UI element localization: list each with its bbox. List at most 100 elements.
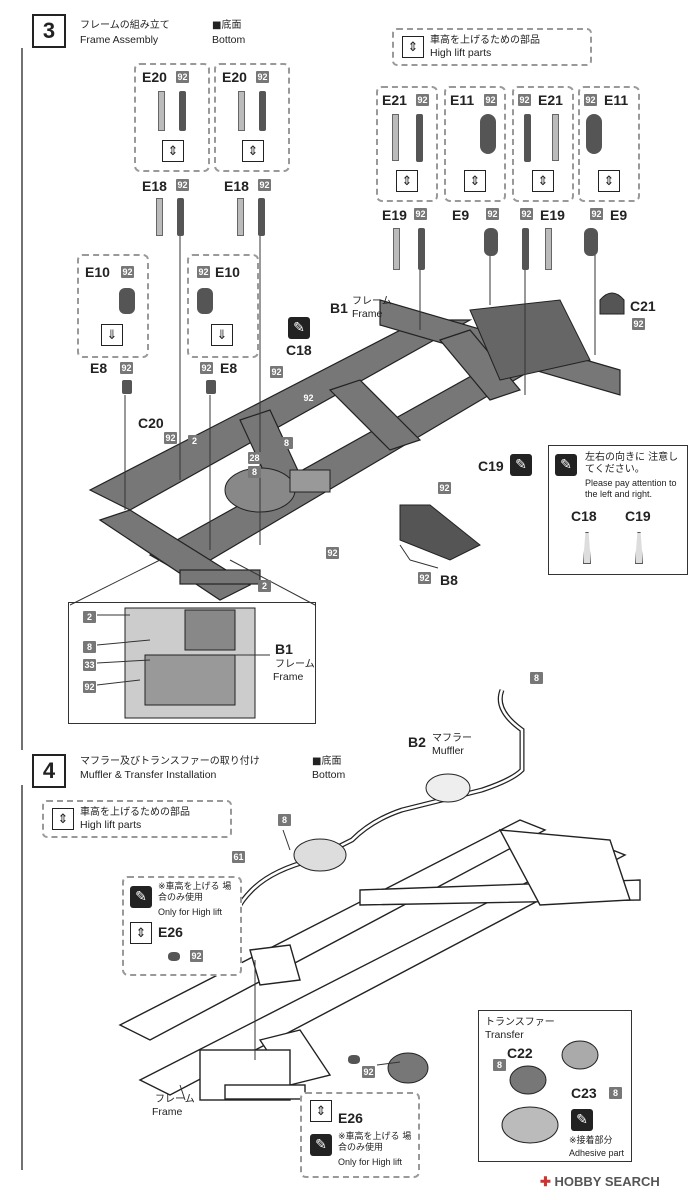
step4-view-en: Bottom [312, 769, 346, 781]
e19-pin [545, 228, 552, 270]
part-e21: E21 [382, 92, 407, 108]
badge-92: 92 [200, 362, 213, 374]
transfer-jp: トランスファー [485, 1017, 555, 1028]
e10-group-right: 92 E10 ⇓ [187, 254, 259, 358]
e9-bracket [484, 228, 498, 256]
part-e11: E11 [604, 92, 629, 108]
badge-92: 92 [416, 94, 429, 106]
e11-bracket [480, 114, 496, 154]
raise-height-icon: ⇕ [242, 140, 264, 162]
e8-part [122, 380, 132, 394]
badge-61: 61 [232, 851, 245, 863]
part-c18: C18 [571, 508, 597, 524]
e21-pin [392, 114, 399, 161]
badge-92: 92 [418, 572, 431, 584]
step-number-4: 4 [32, 754, 66, 788]
badge-8: 8 [280, 437, 293, 449]
part-e8-right: E8 [220, 360, 238, 376]
part-e20: E20 [142, 69, 167, 85]
c19-part [635, 532, 643, 564]
raise-height-icon: ⇕ [162, 140, 184, 162]
raise-height-icon: ⇕ [402, 36, 424, 58]
only-en: Only for High lift [158, 907, 223, 917]
badge-92: 92 [326, 547, 339, 559]
raise-height-icon: ⇕ [310, 1100, 332, 1122]
step4-title-jp: マフラー及びトランスファーの取り付け [80, 756, 260, 767]
part-c22: C22 [507, 1045, 533, 1061]
e18-pin [237, 198, 244, 236]
badge-92: 92 [486, 208, 499, 220]
e21-bolt [524, 114, 531, 162]
e9-bracket [584, 228, 598, 256]
logo-text: HOBBY SEARCH [554, 1174, 660, 1189]
e20-group-left: E20 92 ⇕ [134, 63, 210, 172]
raise-height-icon: ⇕ [598, 170, 620, 192]
part-c18: C18 [286, 342, 312, 358]
e11-group-left: E11 92 ⇕ [444, 86, 506, 202]
muffler-jp: マフラー [432, 733, 472, 744]
e18-bolt [258, 198, 265, 236]
glue-icon: ✎ [288, 317, 310, 339]
badge-8: 8 [493, 1059, 506, 1071]
step4-title-en: Muffler & Transfer Installation [80, 769, 217, 781]
part-e10: E10 [85, 264, 110, 280]
muffler-en: Muffler [432, 745, 464, 757]
orientation-note-box: ✎ 左右の向きに 注意してください。 Please pay attention … [548, 445, 688, 575]
badge-92: 92 [176, 71, 189, 83]
badge-8: 8 [248, 466, 261, 478]
part-e20: E20 [222, 69, 247, 85]
part-b2: B2 [408, 734, 426, 750]
step3-view-en: Bottom [212, 34, 246, 46]
e20-bolt [259, 91, 266, 131]
badge-92: 92 [362, 1066, 375, 1078]
part-e8-left: E8 [90, 360, 108, 376]
e18-pin [156, 198, 163, 236]
step3-title-en: Frame Assembly [80, 34, 159, 46]
badge-92: 92 [258, 179, 271, 191]
e19-bolt [522, 228, 529, 270]
badge-92: 92 [190, 950, 203, 962]
e19-pin [393, 228, 400, 270]
part-b8: B8 [440, 572, 458, 588]
e8-part [206, 380, 216, 394]
part-b1: B1 [330, 300, 348, 316]
step3-detail-inset: 2 8 33 92 B1 フレーム Frame [68, 602, 316, 724]
glue-icon: ✎ [571, 1109, 593, 1131]
frame-en: Frame [152, 1106, 183, 1118]
lower-height-icon: ⇓ [211, 324, 233, 346]
step-number-3: 3 [32, 14, 66, 48]
part-e26: E26 [338, 1110, 363, 1126]
e21-group-right: 92 E21 ⇕ [512, 86, 574, 202]
e18-bolt [177, 198, 184, 236]
adhesive-jp: ※接着部分 [569, 1136, 613, 1146]
badge-2: 2 [188, 435, 201, 447]
part-c20: C20 [138, 415, 164, 431]
glue-icon: ✎ [310, 1134, 332, 1156]
transfer-en: Transfer [485, 1029, 524, 1041]
only-en: Only for High lift [338, 1157, 403, 1167]
raise-height-icon: ⇕ [464, 170, 486, 192]
e19-bolt [418, 228, 425, 270]
adhesive-en: Adhesive part [569, 1148, 625, 1158]
badge-8: 8 [609, 1087, 622, 1099]
badge-92: 92 [520, 208, 533, 220]
badge-92: 92 [256, 71, 269, 83]
badge-8: 8 [278, 814, 291, 826]
badge-92: 92 [83, 681, 96, 693]
e26-part [168, 952, 180, 961]
step3-view-jp: ■底面 [212, 20, 242, 31]
part-e9-left: E9 [452, 207, 470, 223]
part-c21: C21 [630, 298, 656, 314]
step4-highlift-banner: ⇕ 車高を上げるための部品 High lift parts [42, 800, 232, 838]
part-c23: C23 [571, 1085, 597, 1101]
only-jp: ※車高を上げる 場合のみ使用 [158, 882, 232, 903]
badge-92: 92 [590, 208, 603, 220]
raise-height-icon: ⇕ [130, 922, 152, 944]
c18-part [583, 532, 591, 564]
e26-part [348, 1055, 360, 1064]
e10-bracket [119, 288, 135, 314]
e20-group-right: E20 92 ⇕ [214, 63, 290, 172]
badge-92: 92 [518, 94, 531, 106]
part-b1: B1 [275, 641, 293, 657]
